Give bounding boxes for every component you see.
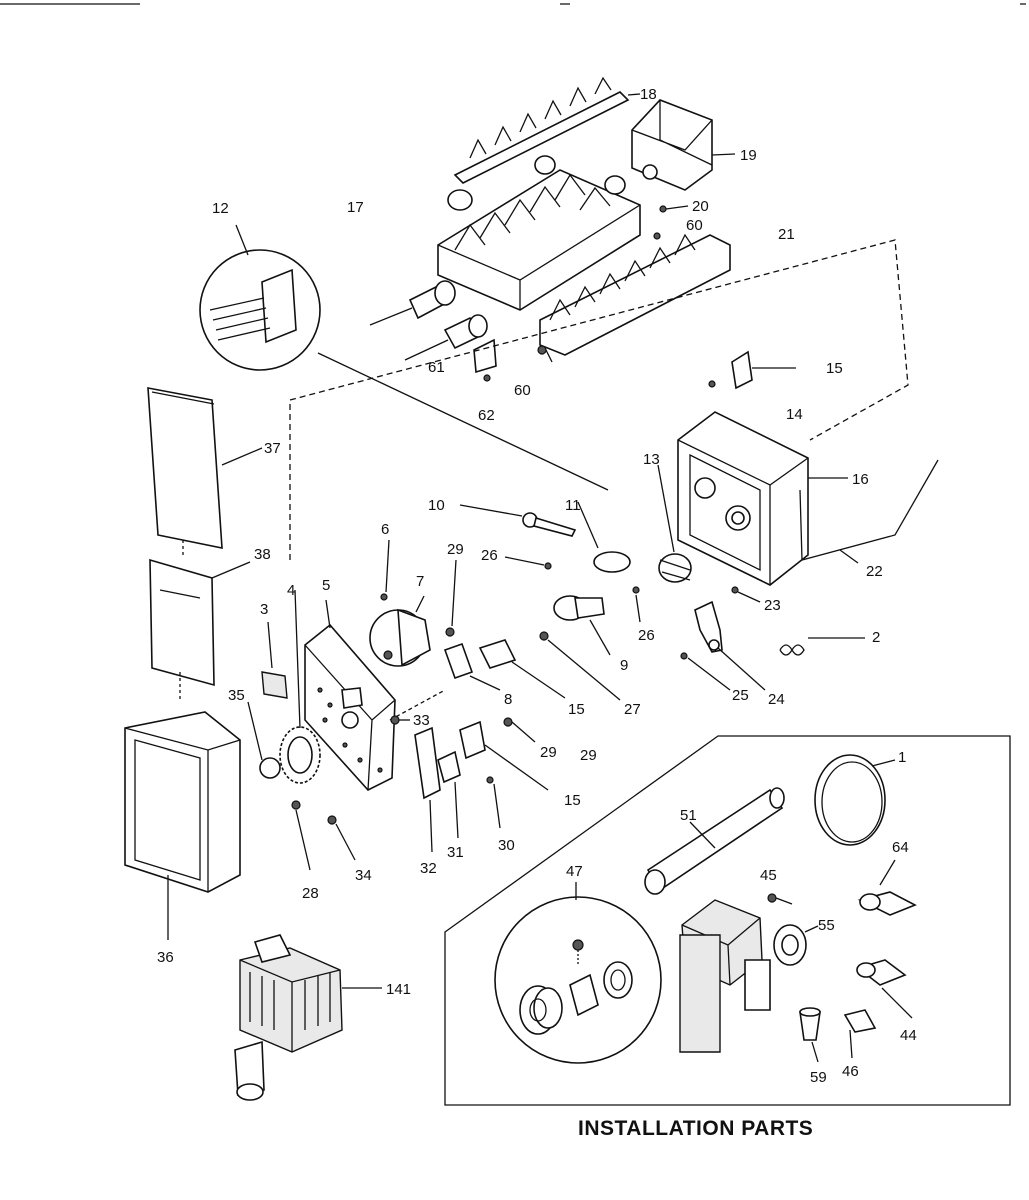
callout-28: 28 bbox=[302, 885, 319, 902]
callout-29-bottom: 29 bbox=[580, 747, 597, 764]
callout-47: 47 bbox=[566, 863, 583, 880]
callout-30: 30 bbox=[498, 837, 515, 854]
callout-64: 64 bbox=[892, 839, 909, 856]
callout-13: 13 bbox=[643, 451, 660, 468]
part-spring-clip bbox=[577, 464, 692, 583]
callout-2: 2 bbox=[872, 629, 880, 646]
callout-25: 25 bbox=[732, 687, 749, 704]
part-switch-mid bbox=[443, 639, 566, 699]
callout-29-low: 29 bbox=[540, 744, 557, 761]
callouts: 18 19 20 17 60 21 12 61 60 62 15 14 37 1… bbox=[157, 86, 917, 1086]
part-fitting-detail bbox=[494, 882, 662, 1064]
callout-26-left: 26 bbox=[481, 547, 498, 564]
callout-14: 14 bbox=[786, 406, 803, 423]
callout-59: 59 bbox=[810, 1069, 827, 1086]
callout-26-right: 26 bbox=[638, 627, 655, 644]
callout-11: 11 bbox=[565, 497, 581, 514]
callout-15-low: 15 bbox=[564, 792, 581, 809]
callout-20: 20 bbox=[692, 198, 709, 215]
part-heater bbox=[539, 233, 731, 356]
callout-12: 12 bbox=[212, 200, 229, 217]
part-screw-45 bbox=[767, 893, 793, 905]
callout-5: 5 bbox=[322, 577, 330, 594]
part-mounting-plate bbox=[304, 599, 396, 791]
callout-10: 10 bbox=[428, 497, 445, 514]
part-tube bbox=[644, 787, 785, 895]
part-sheet bbox=[149, 540, 251, 700]
callout-45: 45 bbox=[760, 867, 777, 884]
part-screws-bottom bbox=[291, 800, 356, 871]
callout-1: 1 bbox=[898, 749, 906, 766]
callout-61: 61 bbox=[428, 359, 445, 376]
part-lever bbox=[459, 504, 577, 537]
part-cover bbox=[631, 99, 736, 191]
part-housing bbox=[677, 411, 848, 586]
callout-27: 27 bbox=[624, 701, 641, 718]
part-cam bbox=[553, 595, 611, 656]
installation-parts-frame bbox=[444, 735, 1011, 1106]
part-water-valve bbox=[234, 934, 382, 1101]
callout-33: 33 bbox=[413, 712, 430, 729]
part-bracket bbox=[473, 338, 497, 382]
part-switch-top bbox=[708, 350, 796, 390]
part-screws-top bbox=[537, 205, 689, 363]
callout-46: 46 bbox=[842, 1063, 859, 1080]
callout-29-top: 29 bbox=[447, 541, 464, 558]
callout-23: 23 bbox=[764, 597, 781, 614]
callout-8: 8 bbox=[504, 691, 512, 708]
dashed-outline bbox=[289, 239, 909, 560]
callout-36: 36 bbox=[157, 949, 174, 966]
callout-55: 55 bbox=[818, 917, 835, 934]
connector-line bbox=[389, 689, 446, 721]
callout-6: 6 bbox=[381, 521, 389, 538]
callout-24: 24 bbox=[768, 691, 785, 708]
callout-31: 31 bbox=[447, 844, 464, 861]
part-feeler-arm bbox=[799, 459, 939, 561]
callout-19: 19 bbox=[740, 147, 757, 164]
callout-15-mid: 15 bbox=[568, 701, 585, 718]
part-mold bbox=[369, 155, 641, 361]
callout-21: 21 bbox=[778, 226, 795, 243]
callout-32: 32 bbox=[420, 860, 437, 877]
part-shutoff-arm bbox=[694, 600, 865, 691]
callout-38: 38 bbox=[254, 546, 271, 563]
callout-37: 37 bbox=[264, 440, 281, 457]
callout-7: 7 bbox=[416, 573, 424, 590]
part-manual bbox=[147, 387, 263, 549]
part-inlet-valve bbox=[679, 899, 819, 1053]
callout-16: 16 bbox=[852, 471, 869, 488]
part-motor bbox=[369, 595, 431, 667]
callout-60-bottom: 60 bbox=[514, 382, 531, 399]
callout-18: 18 bbox=[640, 86, 657, 103]
callout-44: 44 bbox=[900, 1027, 917, 1044]
callout-22: 22 bbox=[866, 563, 883, 580]
part-tubing-coil bbox=[814, 754, 896, 846]
callout-15-top: 15 bbox=[826, 360, 843, 377]
part-wire-harness bbox=[199, 224, 609, 491]
callout-9: 9 bbox=[620, 657, 628, 674]
part-gear bbox=[247, 589, 321, 784]
part-screws-mid bbox=[380, 539, 761, 701]
callout-17: 17 bbox=[347, 199, 364, 216]
callout-60-top: 60 bbox=[686, 217, 703, 234]
callout-4: 4 bbox=[287, 582, 295, 599]
callout-34: 34 bbox=[355, 867, 372, 884]
callout-141: 141 bbox=[386, 981, 411, 998]
part-spacer bbox=[261, 621, 288, 699]
leader-22 bbox=[839, 549, 859, 564]
part-front-cover bbox=[124, 711, 241, 940]
callout-62: 62 bbox=[478, 407, 495, 424]
callout-35: 35 bbox=[228, 687, 245, 704]
part-switch-bottom bbox=[390, 715, 549, 853]
part-ejector bbox=[453, 76, 641, 184]
part-clamps bbox=[799, 859, 917, 1063]
installation-parts-caption: INSTALLATION PARTS bbox=[578, 1117, 813, 1140]
callout-3: 3 bbox=[260, 601, 268, 618]
callout-51: 51 bbox=[680, 807, 697, 824]
